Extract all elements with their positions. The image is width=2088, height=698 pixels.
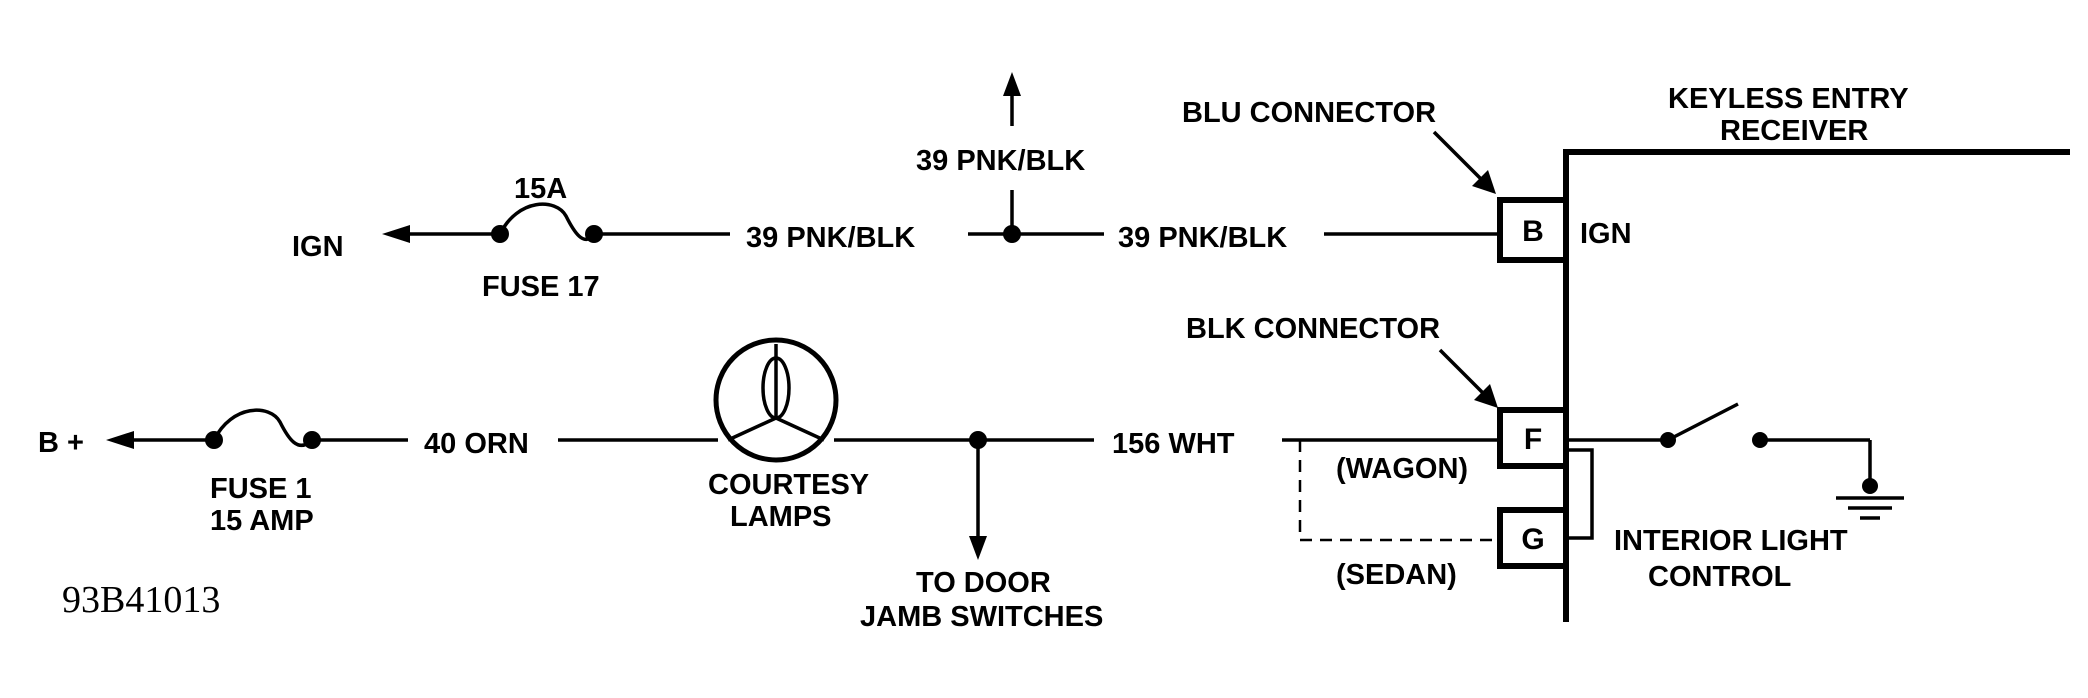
wire39-left-label: 39 PNK/BLK (746, 222, 915, 254)
wire39-up-label: 39 PNK/BLK (916, 145, 1085, 177)
wagon-label: (WAGON) (1336, 453, 1468, 485)
keyless-entry-receiver: KEYLESS ENTRY RECEIVER B IGN BLU CONNECT… (1182, 83, 2070, 622)
blu-connector-pointer (1432, 130, 1488, 186)
fuse17-icon (498, 202, 596, 242)
ground-icon (1836, 496, 1904, 520)
fuse1-rating: 15 AMP (210, 505, 314, 537)
figure-code: 93B41013 (62, 579, 220, 621)
blk-connector-arrow-icon (1474, 384, 1498, 408)
blk-connector-label: BLK CONNECTOR (1186, 313, 1440, 345)
ilc-internal-loop (1566, 448, 1594, 540)
fuse17-name: FUSE 17 (482, 271, 600, 303)
pin-f-label: F (1524, 423, 1542, 456)
ign-arrow-icon (382, 225, 410, 243)
ignition-circuit: IGN 15A FUSE 17 39 PNK/BLK 39 PNK/BLK 39… (292, 72, 1500, 303)
fuse1-icon (212, 408, 314, 448)
wire156-label: 156 WHT (1112, 428, 1235, 460)
sedan-dashed-wire (1298, 440, 1500, 542)
pin-b-box (1497, 197, 1569, 263)
fuse1-name: FUSE 1 (210, 473, 312, 505)
blk-connector-pointer (1438, 348, 1490, 400)
pin-g-label: G (1521, 523, 1544, 556)
blu-connector-arrow-icon (1472, 170, 1496, 194)
door-switch-arrow-icon (969, 536, 987, 560)
wire40-label: 40 ORN (424, 428, 529, 460)
wire39-up-arrow-icon (1003, 72, 1021, 96)
b-plus-arrow-icon (106, 431, 134, 449)
ign-label: IGN (292, 231, 344, 263)
switch-blade (1667, 402, 1739, 442)
interior-light-switch (1566, 402, 1904, 520)
sedan-label: (SEDAN) (1336, 559, 1457, 591)
blu-connector-label: BLU CONNECTOR (1182, 97, 1436, 129)
courtesy-label-line1: COURTESY (708, 469, 869, 501)
battery-circuit: B + FUSE 1 15 AMP 40 ORN COURTESY LAMPS … (38, 337, 1500, 633)
receiver-label-line1: KEYLESS ENTRY (1668, 83, 1909, 115)
door-label-line2: JAMB SWITCHES (860, 601, 1103, 633)
ground-node (1862, 478, 1878, 494)
courtesy-label-line2: LAMPS (730, 501, 832, 533)
pin-f-box (1497, 407, 1569, 469)
fuse17-rating: 15A (514, 173, 567, 205)
pin-b-label: B (1522, 215, 1544, 248)
pin-b-function: IGN (1580, 218, 1632, 250)
door-label-line1: TO DOOR (916, 567, 1051, 599)
courtesy-lamp-icon (713, 337, 839, 463)
b-plus-label: B + (38, 427, 84, 459)
ilc-label-line1: INTERIOR LIGHT (1614, 525, 1848, 557)
receiver-label-line2: RECEIVER (1720, 115, 1868, 147)
wire39-right-label: 39 PNK/BLK (1118, 222, 1287, 254)
ilc-label-line2: CONTROL (1648, 561, 1791, 593)
